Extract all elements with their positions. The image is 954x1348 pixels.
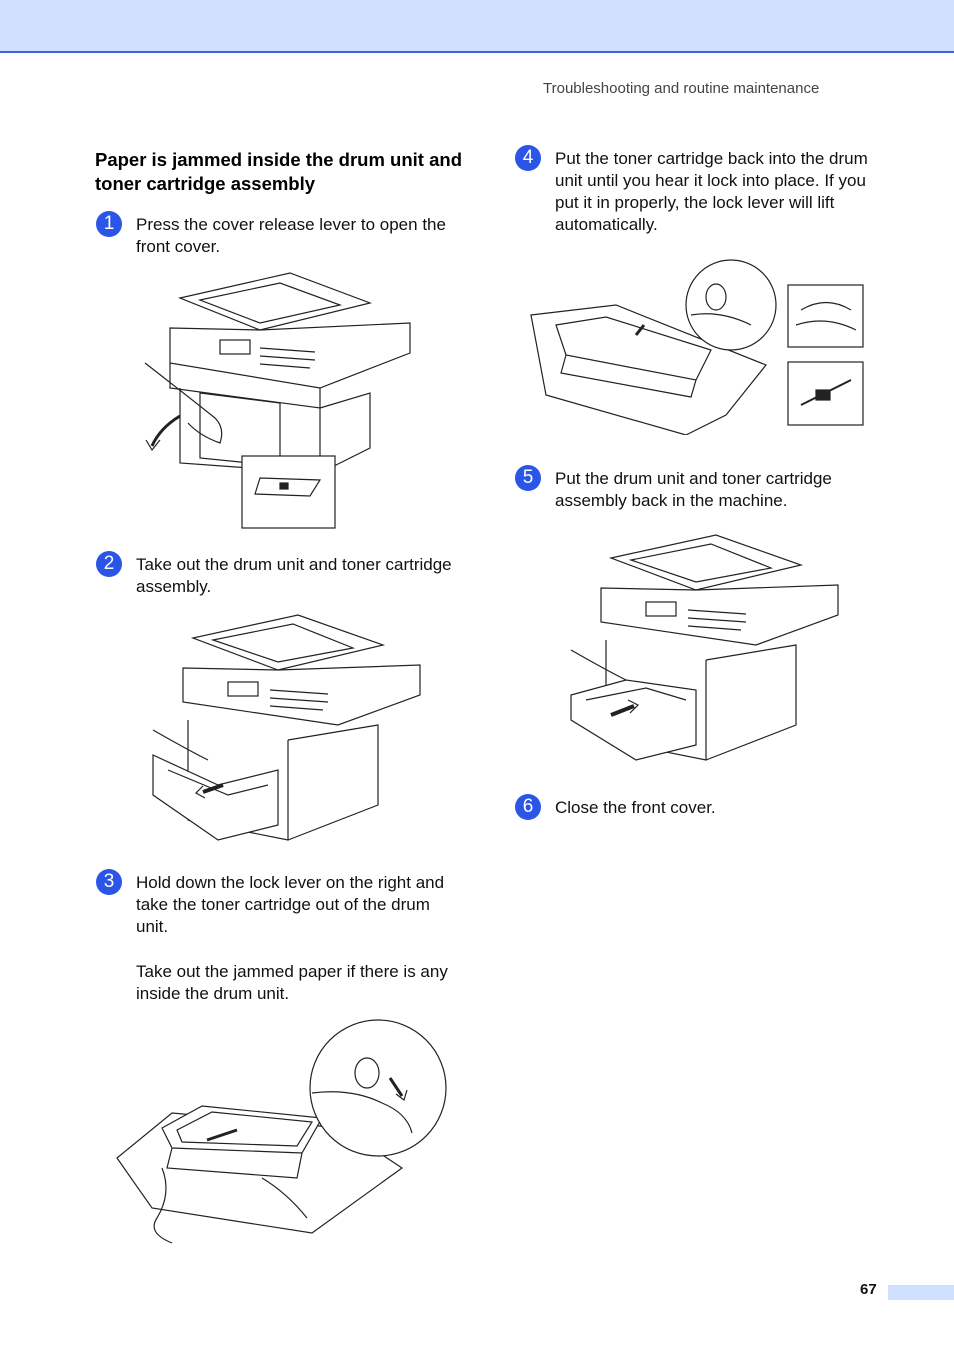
page-number: 67 [860, 1281, 877, 1298]
figure-remove-drum-unit [148, 610, 423, 850]
step-3-note: Take out the jammed paper if there is an… [136, 962, 448, 1003]
step-6-badge: 6 [515, 794, 541, 820]
section-title: Paper is jammed inside the drum unit and… [95, 149, 462, 194]
step-5-text: Put the drum unit and toner cartridge as… [555, 469, 832, 510]
step-4-text: Put the toner cartridge back into the dr… [555, 149, 868, 234]
step-5-badge: 5 [515, 465, 541, 491]
step-2-text: Take out the drum unit and toner cartrid… [136, 555, 452, 596]
figure-reinstall-drum-unit [566, 530, 841, 770]
step-3-badge: 3 [96, 869, 122, 895]
step-3-text: Hold down the lock lever on the right an… [136, 873, 445, 936]
figure-reinsert-toner [526, 255, 871, 435]
step-2-badge: 2 [96, 551, 122, 577]
step-1-text: Press the cover release lever to open th… [136, 215, 446, 256]
step-4-badge: 4 [515, 145, 541, 171]
step-1-badge: 1 [96, 211, 122, 237]
figure-remove-toner-cartridge [112, 1018, 452, 1248]
top-header-band [0, 0, 954, 53]
step-6-text: Close the front cover. [555, 798, 716, 817]
running-header: Troubleshooting and routine maintenance [543, 80, 820, 97]
figure-open-front-cover [140, 268, 415, 533]
page-tab-marker [888, 1285, 954, 1300]
